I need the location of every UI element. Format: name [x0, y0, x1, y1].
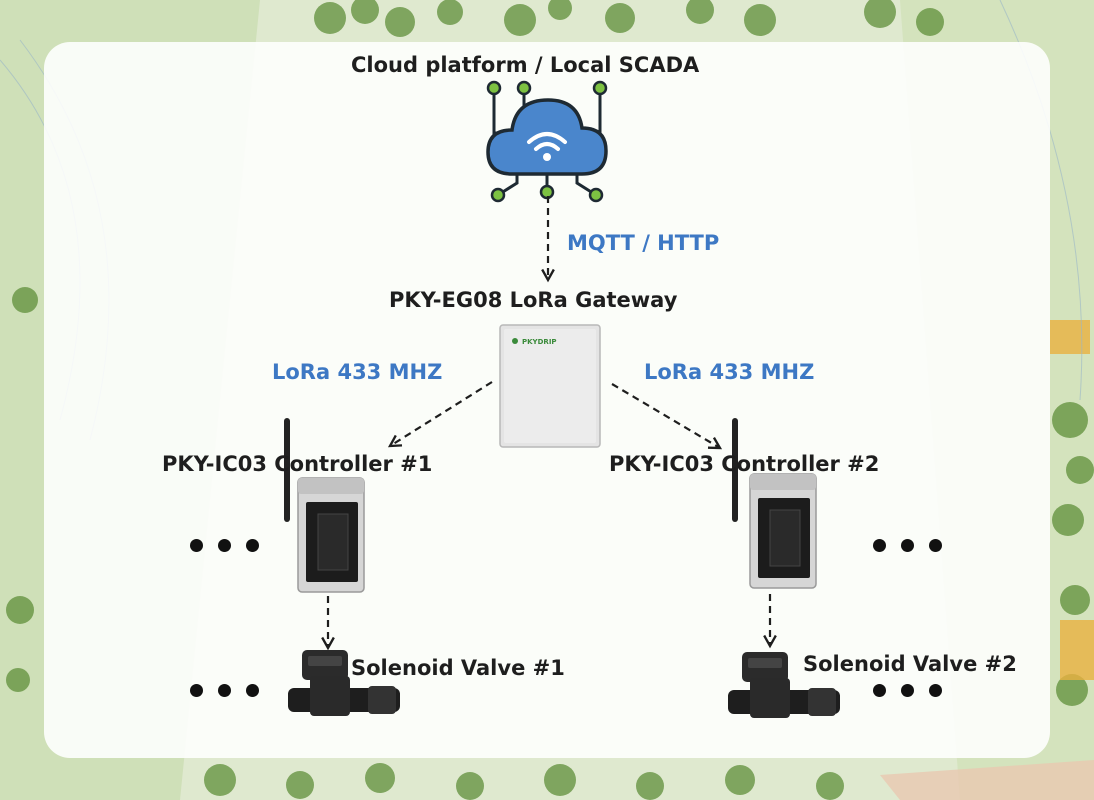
- valve-2-label: Solenoid Valve #2: [803, 652, 1017, 676]
- more-valves-right-ellipsis: [873, 684, 942, 697]
- controller-1-device-image: [284, 418, 365, 593]
- valve-2-image: [728, 652, 840, 718]
- arrow-gateway-to-controller-1: [390, 381, 493, 446]
- valve-1-label: Solenoid Valve #1: [351, 656, 565, 680]
- lora-link-right-label: LoRa 433 MHZ: [644, 360, 815, 384]
- protocol-label: MQTT / HTTP: [567, 231, 720, 255]
- more-controllers-right-ellipsis: [873, 539, 942, 552]
- gateway-device-image: PKYDRIP: [499, 324, 601, 448]
- controller-1-label: PKY-IC03 Controller #1: [162, 452, 433, 476]
- gateway-label: PKY-EG08 LoRa Gateway: [389, 288, 678, 312]
- cloud-platform-title: Cloud platform / Local SCADA: [351, 53, 700, 77]
- cloud-icon: [486, 80, 608, 203]
- more-valves-left-ellipsis: [190, 684, 259, 697]
- arrow-gateway-to-controller-2: [611, 383, 720, 448]
- gateway-brand-logo: PKYDRIP: [522, 338, 557, 346]
- more-controllers-left-ellipsis: [190, 539, 259, 552]
- valve-1-image: [288, 650, 400, 716]
- lora-link-left-label: LoRa 433 MHZ: [272, 360, 443, 384]
- controller-2-label: PKY-IC03 Controller #2: [609, 452, 880, 476]
- controller-2-device-image: [732, 418, 817, 589]
